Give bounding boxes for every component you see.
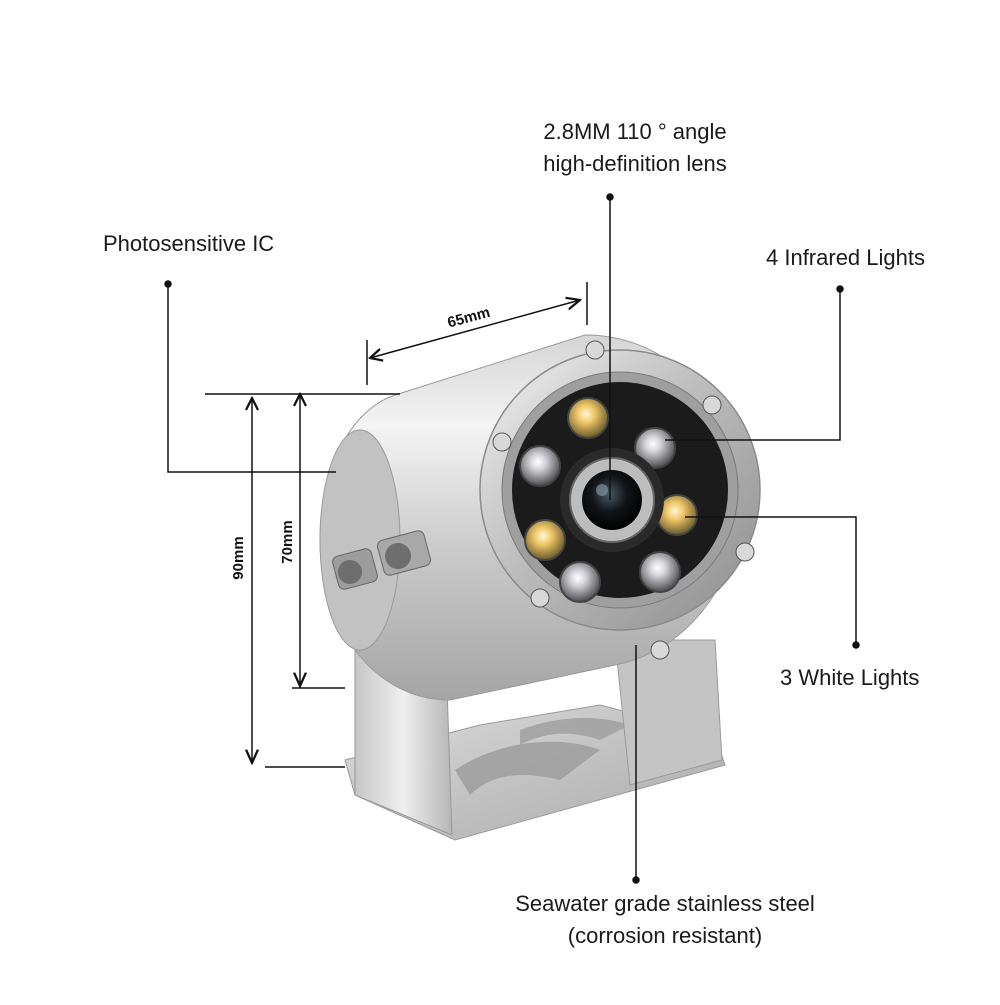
dimension-width-label: 65mm [446,304,492,332]
dimension-height-total-label: 90mm [230,536,247,579]
leader-infrared [665,285,844,441]
callout-material-line1: Seawater grade stainless steel [515,891,815,916]
callout-photosensitive: Photosensitive IC [103,231,275,256]
camera-lens-icon [560,448,664,552]
dimension-height-body-label: 70mm [279,520,296,563]
leader-lens [606,193,614,500]
callout-infrared: 4 Infrared Lights [766,245,925,270]
leader-white-lights [685,516,860,649]
callout-lens-line2: high-definition lens [543,151,727,176]
screw-icon [492,340,755,660]
bracket-rear [614,639,723,786]
dimension-width [366,282,588,385]
callout-lens: 2.8MM 110 ° angle high-definition lens [500,116,770,180]
led-light-icon [519,397,698,603]
callout-material: Seawater grade stainless steel (corrosio… [480,888,850,952]
bolt-icon [332,530,431,590]
callout-lens-line1: 2.8MM 110 ° angle [543,119,727,144]
leader-photosensitive [164,280,336,473]
dimension-height-body [292,394,345,689]
callout-material-line2: (corrosion resistant) [567,923,763,948]
callout-white-lights: 3 White Lights [780,665,920,690]
leader-material [632,645,640,884]
